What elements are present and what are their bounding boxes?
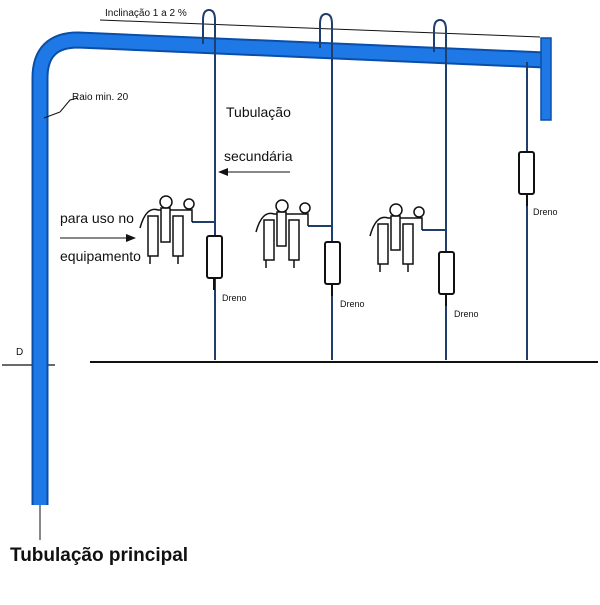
drain-label-4: Dreno [533, 207, 558, 217]
frl-unit-2 [255, 199, 311, 268]
drain-trap-4 [518, 151, 535, 206]
drain-label-3: Dreno [454, 309, 479, 319]
secondary-arrow-head [218, 168, 228, 176]
equipment-arrow-head [126, 234, 136, 242]
secondary-pipe-label-line2: secundária [224, 148, 293, 164]
drain-trap-1 [206, 235, 223, 290]
frl-unit-3 [369, 203, 425, 272]
drain-label-2: Dreno [340, 299, 365, 309]
radius-leader [59, 97, 79, 113]
equipment-label-line1: para uso no [60, 210, 134, 226]
frl-unit-1 [139, 195, 195, 264]
drain-label-1: Dreno [222, 293, 247, 303]
drain-trap-2 [324, 241, 341, 296]
gooseneck-2 [319, 12, 333, 360]
branch-3 [422, 18, 447, 360]
drain-trap-3 [438, 251, 455, 306]
secondary-pipe-label-line1: Tubulação [226, 104, 291, 120]
radius-label: Raio min. 20 [72, 92, 129, 103]
gooseneck-3 [433, 18, 447, 360]
inclination-label: Inclinação 1 a 2 % [105, 8, 187, 19]
equipment-label-line2: equipamento [60, 248, 141, 264]
main-pipe [31, 31, 546, 505]
main-pipe-fill [33, 33, 546, 505]
end-flange [540, 37, 552, 121]
radius-leader-tail [43, 111, 61, 119]
diameter-label: D [16, 347, 24, 358]
branch-2 [308, 12, 333, 360]
branch-1 [192, 8, 216, 360]
gooseneck-1 [202, 8, 216, 360]
main-pipe-label: Tubulação principal [10, 545, 189, 566]
